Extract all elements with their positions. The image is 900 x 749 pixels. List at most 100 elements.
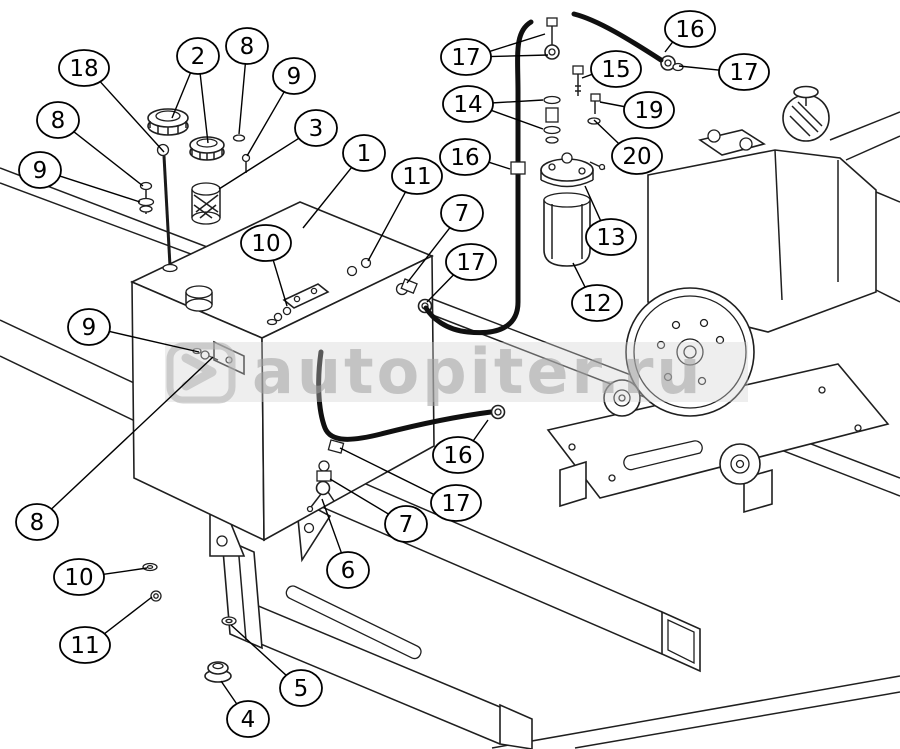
leader-line-12 [572,262,586,288]
callout-label-2: 2 [191,44,206,70]
callout-label-8: 8 [240,34,255,60]
pulley-left [603,379,641,417]
pulley-lower [719,443,761,485]
callout-17 [445,243,497,281]
callout-label-19: 19 [634,98,663,124]
leader-line-17 [678,65,722,71]
callout-label-17: 17 [729,60,758,86]
callout-label-9: 9 [33,158,48,184]
cap-washer [232,134,246,142]
engine-assembly [546,85,900,514]
callout-label-15: 15 [601,57,630,83]
leader-line-17 [487,33,546,53]
tank-fittings [192,257,433,513]
leader-line-10 [272,260,288,307]
callout-11 [391,157,443,195]
callout-15 [590,50,642,88]
leader-line-11 [367,191,407,262]
strip-plate [285,585,422,660]
callout-label-7: 7 [399,512,414,538]
engine-mounting-plate [546,363,890,514]
callout-label-20: 20 [622,144,651,170]
outlet-fitting [660,55,684,72]
callout-16 [664,10,716,48]
leader-line-17 [426,273,455,303]
fuel-filter-assembly [540,17,684,267]
leader-line-2 [171,72,192,119]
callout-label-12: 12 [582,291,611,317]
leader-line-5 [230,624,288,677]
callout-label-6: 6 [341,558,356,584]
callout-17 [430,484,482,522]
watermark: autopiter.ru [165,335,748,408]
callout-label-8: 8 [51,108,66,134]
suction-hose [423,19,534,336]
filter-bolt [572,65,584,96]
leader-line-13 [584,185,602,221]
callout-7 [440,194,484,232]
leader-line-7 [406,226,451,284]
bottom-hardware [142,562,237,683]
tank-right-face [261,254,435,542]
outlet-hose [571,11,664,63]
callout-17 [718,53,770,91]
callout-9 [18,151,62,189]
callout-label-13: 13 [596,225,625,251]
callout-14 [442,85,494,123]
leader-line-2 [199,74,209,144]
callout-4 [226,700,270,738]
callout-label-16: 16 [675,17,704,43]
leader-line-9 [246,91,285,157]
callout-19 [623,91,675,129]
leader-line-11 [103,596,153,635]
fuel-hoses [316,11,664,442]
leader-line-20 [593,119,620,145]
left-bolt-washers [137,181,155,214]
callout-20 [611,137,663,175]
filler-cap-lower [189,136,225,161]
callout-8 [36,101,80,139]
callout-1 [342,134,386,172]
callout-label-5: 5 [294,676,309,702]
callout-label-18: 18 [69,56,98,82]
callout-8 [225,27,269,65]
callout-8 [15,503,59,541]
callout-3 [294,109,338,147]
hose-clamp [327,439,345,454]
callout-label-8: 8 [30,510,45,536]
autopiter-logo-icon [166,342,236,404]
callout-label-1: 1 [357,141,372,167]
callout-label-3: 3 [309,116,324,142]
watermark-band [165,342,748,402]
cap-screw [241,153,251,173]
leader-line-6 [321,498,343,554]
callout-label-10: 10 [251,231,280,257]
hose-clamp-upper [510,161,526,175]
breather-cap [185,285,213,312]
callout-18 [58,49,110,87]
banjo-bolt [544,17,560,60]
leader-line-14 [490,99,544,104]
leader-line-4 [220,680,238,705]
callout-label-7: 7 [455,201,470,227]
leader-line-8 [72,130,144,187]
callout-11 [59,626,111,664]
drain-assembly [306,439,345,513]
callout-label-17: 17 [451,45,480,71]
leader-line-3 [218,137,300,190]
leader-line-7 [329,478,390,516]
leader-line-1 [302,166,353,229]
callout-10 [240,224,292,262]
nipple-stack [543,95,561,144]
strainer [191,182,221,225]
return-hose [316,349,494,442]
dipstick [156,143,178,273]
callout-label-14: 14 [453,92,482,118]
leader-line-17 [339,447,436,496]
leader-line-19 [599,101,627,108]
callout-label-16: 16 [450,145,479,171]
callout-13 [585,218,637,256]
